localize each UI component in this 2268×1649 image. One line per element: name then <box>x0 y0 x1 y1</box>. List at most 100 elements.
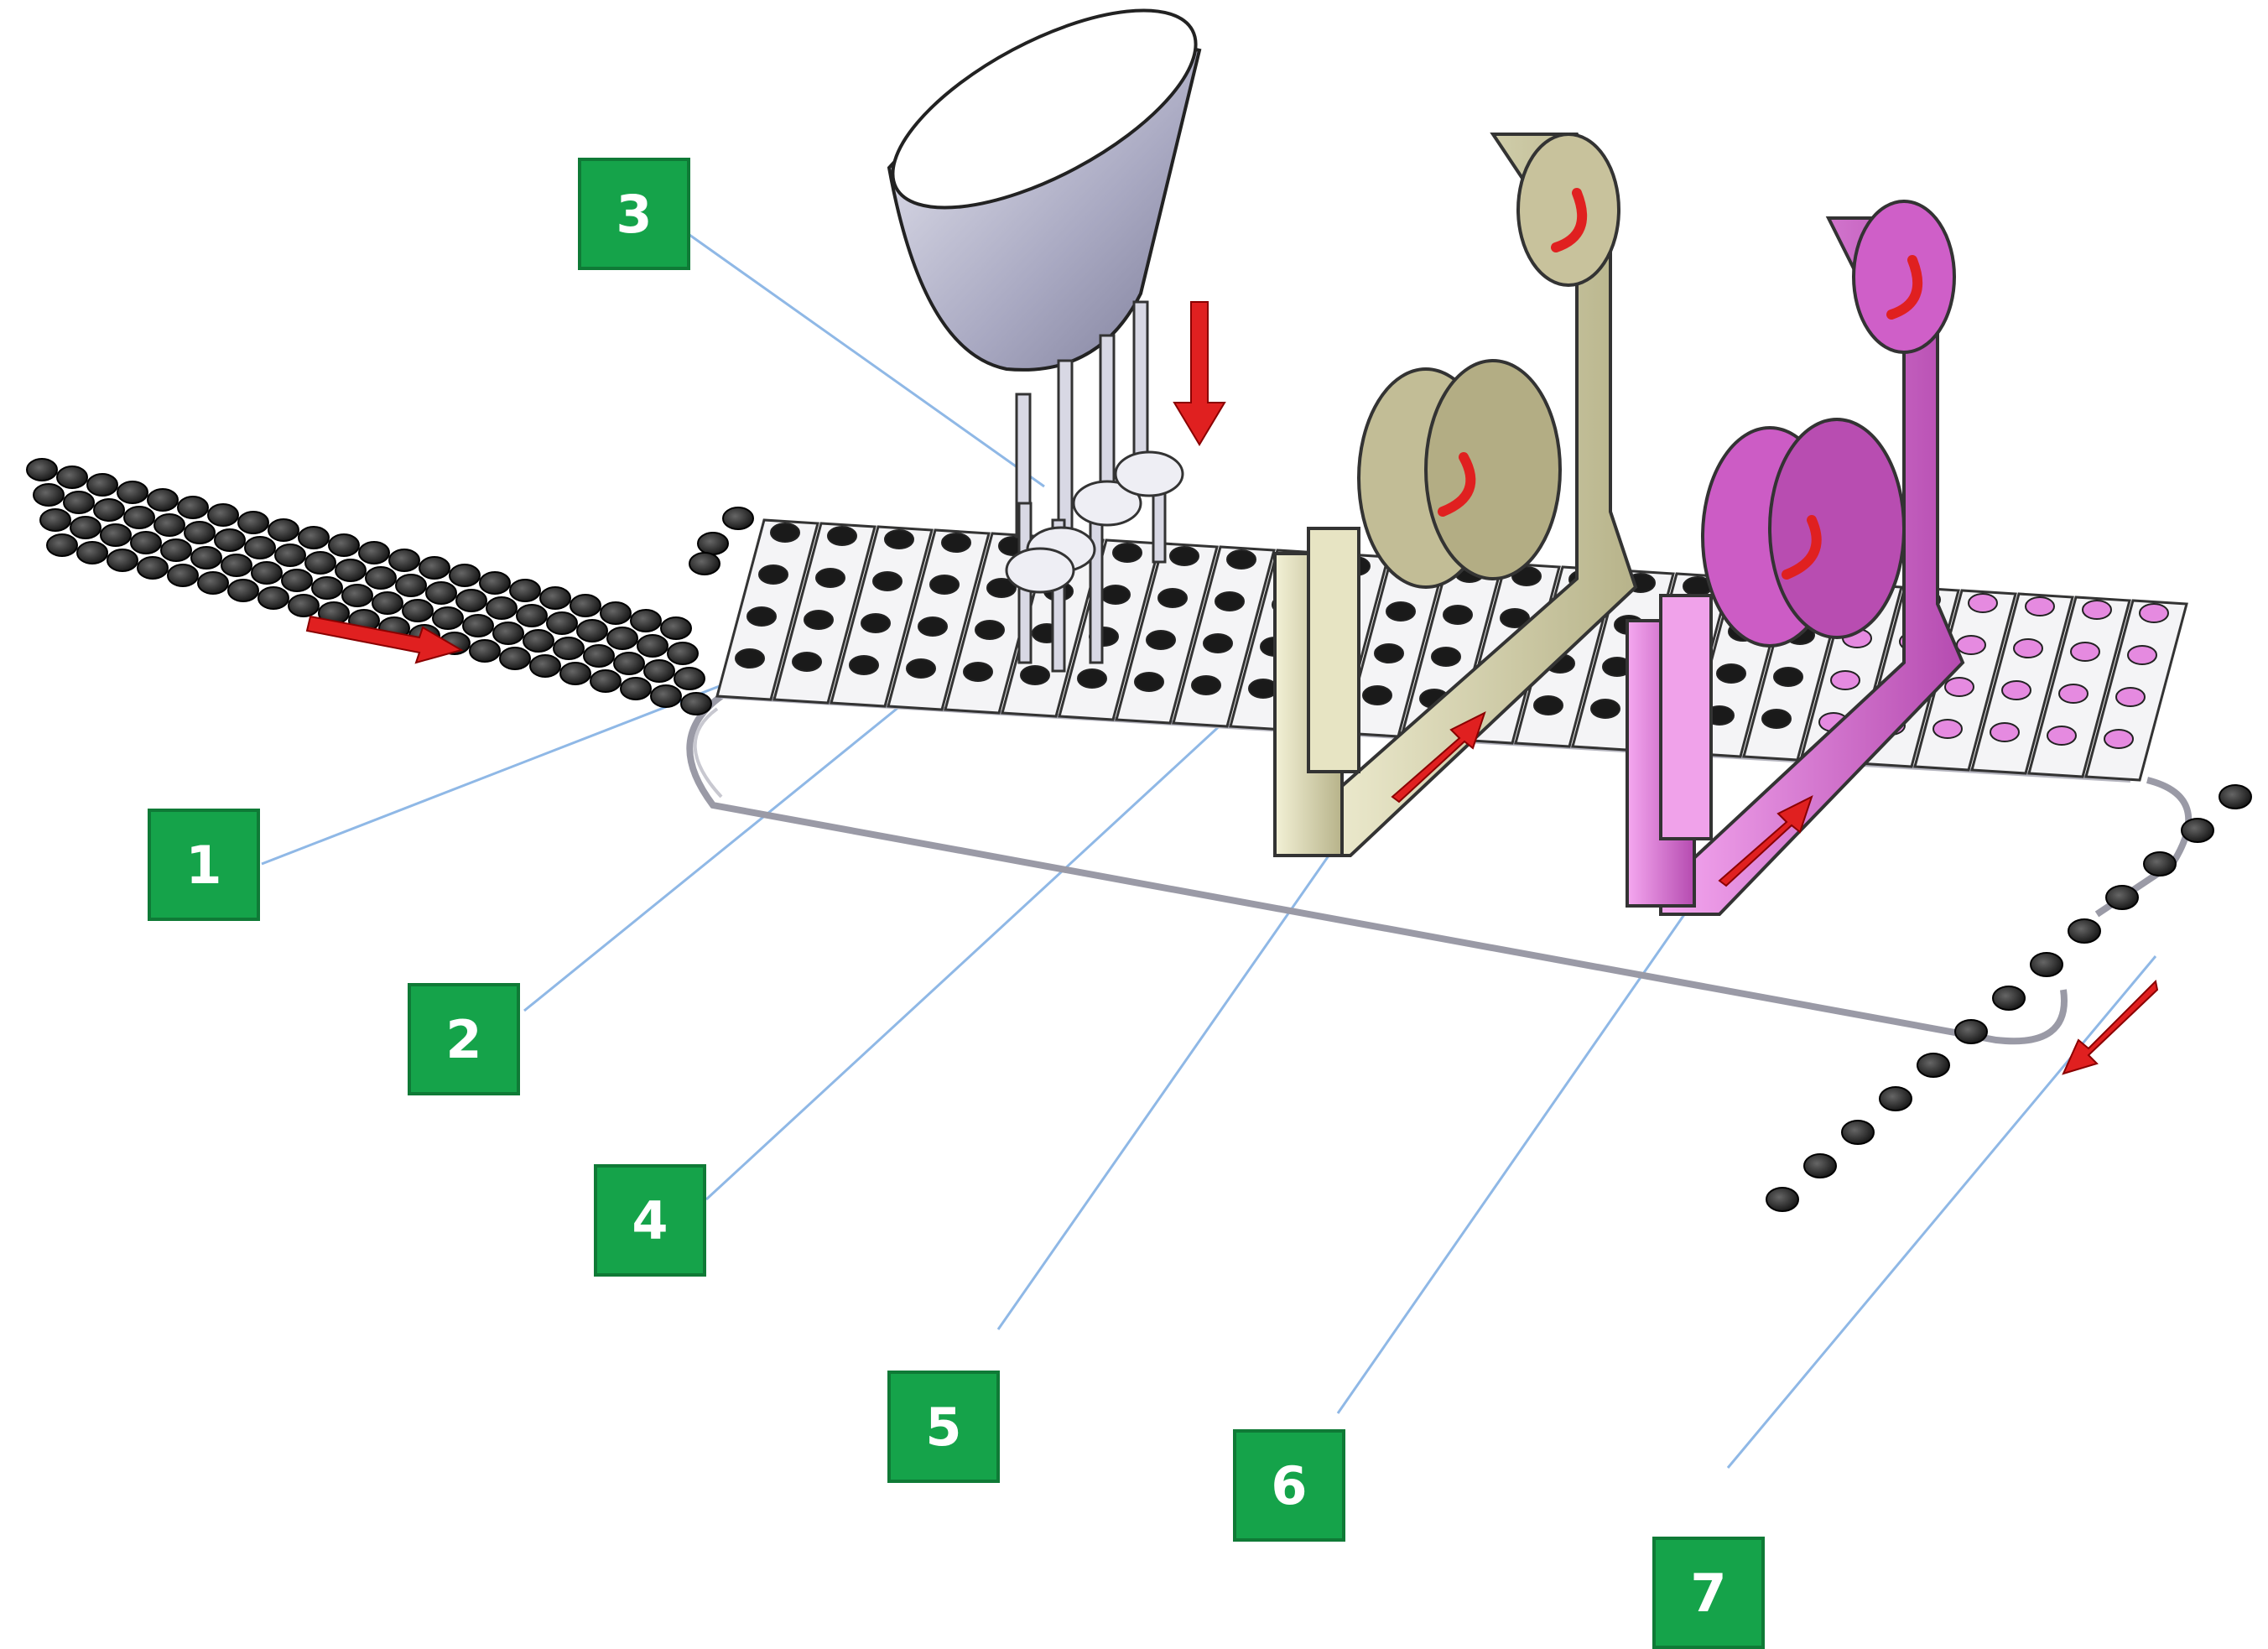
bottle-cap <box>1803 1153 1837 1178</box>
bottle-cap <box>462 614 494 637</box>
bottle-cap <box>559 662 591 685</box>
slat-hole <box>1830 670 1860 690</box>
slat-hole <box>1203 633 1233 653</box>
bottle-cap <box>26 458 58 481</box>
bottle-cap <box>365 566 397 590</box>
outgoing-caps <box>1766 784 2252 1212</box>
slat-hole <box>1248 679 1278 699</box>
bottle-cap <box>395 574 427 597</box>
bottle-cap <box>190 546 222 570</box>
bottle-cap <box>1954 1019 1988 1044</box>
leader-line-1 <box>261 661 781 866</box>
bottle-cap <box>2143 851 2177 877</box>
bottle-cap <box>46 533 78 557</box>
bottle-cap <box>328 533 360 557</box>
red-arrow-icon <box>2062 979 2159 1075</box>
bottle-cap <box>227 579 259 602</box>
bottle-cap <box>214 528 246 552</box>
curved-arrow-icon <box>1782 515 1822 580</box>
slat-hole <box>2139 603 2169 623</box>
bottle-cap <box>281 569 313 592</box>
slat-hole <box>884 529 914 549</box>
bottle-cap <box>167 564 199 587</box>
curved-arrow-icon <box>1551 188 1588 252</box>
bottle-cap <box>93 498 125 522</box>
bottle-cap <box>257 586 289 610</box>
slat-hole <box>986 578 1017 598</box>
bottle-cap <box>576 619 608 642</box>
slat-hole <box>1761 709 1792 729</box>
slat-hole <box>1134 672 1164 692</box>
leader-line-4 <box>705 720 1226 1201</box>
bottle-cap <box>650 684 682 708</box>
slat-hole <box>1112 543 1142 563</box>
bottle-cap <box>583 644 615 668</box>
slat-hole <box>1169 546 1199 566</box>
red-arrow-icon <box>1391 711 1486 804</box>
slat-hole <box>1944 677 1974 697</box>
slat-hole <box>929 575 960 595</box>
bottle-cap <box>70 516 101 539</box>
bottle-cap <box>402 599 434 622</box>
slat-hole <box>2058 684 2089 704</box>
bottle-cap <box>449 564 481 587</box>
bottle-cap <box>76 541 108 564</box>
bottle-cap <box>372 591 403 615</box>
callout-1-label: 1 <box>185 834 222 896</box>
bottle-cap <box>2219 784 2252 809</box>
slat-hole <box>792 652 822 672</box>
slat-hole <box>872 571 903 591</box>
slat-hole <box>758 564 788 585</box>
bottle-cap <box>455 589 487 612</box>
slat-hole <box>1956 635 1986 655</box>
callout-7: 7 <box>1652 1537 1765 1649</box>
bottle-cap <box>606 627 638 650</box>
callout-7-label: 7 <box>1690 1562 1727 1624</box>
callout-2: 2 <box>408 983 520 1095</box>
callout-5: 5 <box>887 1371 1000 1483</box>
bottle-cap <box>304 551 336 575</box>
curved-arrow-icon <box>1438 452 1476 517</box>
slat-hole <box>2001 680 2031 700</box>
bottle-cap <box>469 639 501 663</box>
leader-line-5 <box>996 788 1377 1330</box>
slat-hole <box>849 655 879 675</box>
slat-hole <box>1386 601 1416 622</box>
bottle-cap <box>388 549 420 572</box>
callout-1: 1 <box>148 809 260 921</box>
slat-hole <box>1226 549 1256 570</box>
red-arrow-icon <box>1718 795 1813 887</box>
slat-hole <box>1100 585 1131 605</box>
bottle-cap <box>177 496 209 519</box>
bottle-cap <box>1841 1120 1875 1145</box>
leader-line-2 <box>523 686 923 1012</box>
slat-hole <box>1500 608 1530 628</box>
slat-hole <box>1157 588 1188 608</box>
callout-2-label: 2 <box>445 1008 482 1070</box>
bottle-cap <box>660 616 692 640</box>
bottle-cap <box>667 642 699 665</box>
slat-hole <box>2070 642 2100 662</box>
bottle-cap <box>492 622 524 645</box>
callout-6: 6 <box>1233 1429 1345 1542</box>
leader-line-3 <box>689 233 1045 488</box>
bottle-cap <box>2105 885 2139 910</box>
bottle-cap <box>39 508 71 532</box>
bottle-cap <box>590 669 622 693</box>
slat-hole <box>1020 665 1050 685</box>
slat-hole <box>1716 663 1746 684</box>
red-arrow-icon <box>1173 301 1226 446</box>
slat-hole <box>770 523 800 543</box>
bottle-cap <box>516 604 548 627</box>
bottle-cap <box>553 637 585 660</box>
slat-hole <box>1533 695 1563 715</box>
bottle-cap <box>358 541 390 564</box>
slat-hole <box>2047 726 2077 746</box>
bottle-cap <box>341 584 373 607</box>
bottle-cap <box>1917 1053 1950 1078</box>
bottle-cap <box>56 466 88 489</box>
roller-assembly-beige <box>1273 133 1638 857</box>
slat-hole <box>815 568 845 588</box>
bottle-cap <box>2030 952 2063 977</box>
slat-hole <box>918 616 948 637</box>
